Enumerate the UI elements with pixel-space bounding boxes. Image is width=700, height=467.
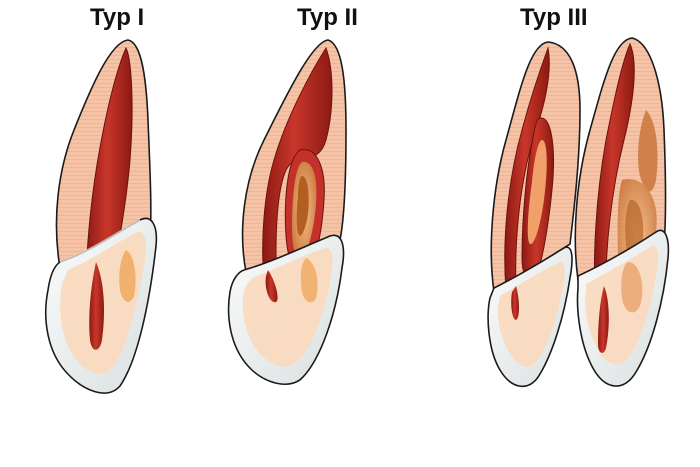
label-typ-2: Typ II bbox=[297, 4, 358, 31]
label-typ-3: Typ III bbox=[520, 4, 588, 31]
tooth-type-2-illustration bbox=[227, 39, 347, 386]
tooth-type-3-illustration-front bbox=[487, 41, 581, 388]
tooth-type-1-illustration bbox=[45, 39, 158, 394]
tooth-type-3-illustration-back bbox=[574, 37, 670, 387]
label-typ-1: Typ I bbox=[90, 4, 145, 31]
